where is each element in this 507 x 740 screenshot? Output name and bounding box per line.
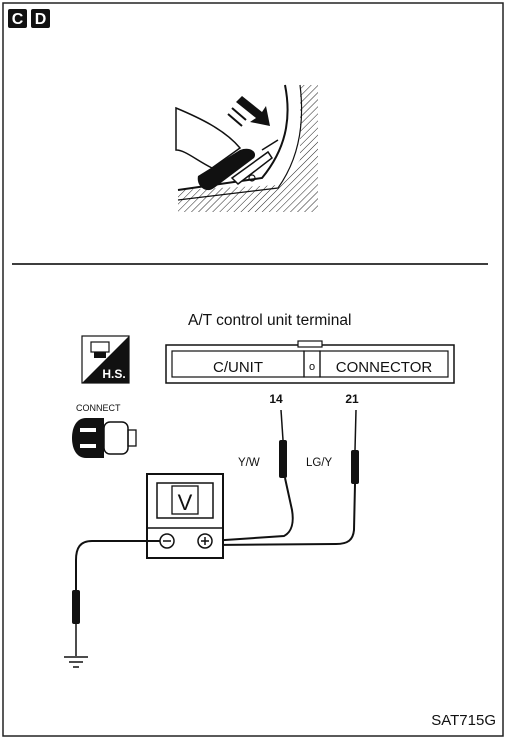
connect-icon — [72, 418, 137, 458]
probe-14 — [209, 409, 294, 542]
hs-icon: H.S. — [81, 335, 130, 384]
terminal-14-label: 14 — [269, 392, 283, 406]
badge-d: D — [31, 9, 50, 28]
voltmeter: V — [146, 473, 224, 559]
badge-c: C — [8, 9, 27, 28]
connector-left-label: C/UNIT — [213, 359, 263, 376]
figure-code: SAT715G — [431, 712, 496, 729]
diagram-title: A/T control unit terminal — [188, 312, 351, 329]
connector-block: C/UNIT o CONNECTOR — [165, 340, 455, 384]
badge-d-label: D — [35, 11, 47, 28]
connect-label: CONNECT — [76, 403, 121, 413]
connector-center-mark: o — [309, 361, 315, 373]
connector-right-label: CONNECTOR — [336, 359, 433, 376]
wire-label-lgy: LG/Y — [306, 457, 333, 469]
badge-c-label: C — [12, 11, 24, 28]
probe-21 — [211, 409, 359, 546]
wire-label-yw: Y/W — [238, 457, 260, 469]
hs-icon-label: H.S. — [102, 367, 125, 381]
pedal-illustration — [175, 84, 318, 212]
terminal-21-label: 21 — [345, 392, 359, 406]
ground-lead — [64, 540, 160, 668]
voltmeter-display: V — [178, 490, 193, 515]
